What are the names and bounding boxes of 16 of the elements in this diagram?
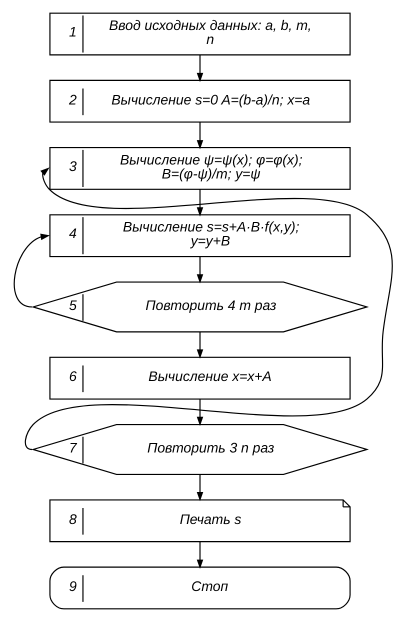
arrow — [196, 474, 203, 502]
arrow — [196, 542, 203, 569]
arrow — [24, 167, 392, 450]
node-box: 3 Вычисление ψ=ψ(x); φ=φ(x); B=(φ-ψ)/m; y=ψ — [48, 147, 350, 190]
arrow — [196, 399, 203, 426]
node-box: 2 Вычисление s=0 A=(b-a)/n; x=a — [48, 80, 350, 123]
arrow — [196, 122, 203, 150]
arrow — [196, 256, 203, 284]
node-box: 6 Вычисление x=x+A — [48, 356, 350, 400]
arrow — [196, 55, 203, 82]
node-box: 1 Ввод исходных данных: a, b, m, n — [48, 12, 350, 56]
arrow — [13, 234, 50, 308]
node-box: 4 Вычисление s=s+A·B·f(x,y); y=y+B — [48, 214, 350, 258]
arrow — [196, 189, 203, 217]
node-box: 9 Стоп — [48, 566, 350, 610]
arrow — [196, 332, 203, 359]
